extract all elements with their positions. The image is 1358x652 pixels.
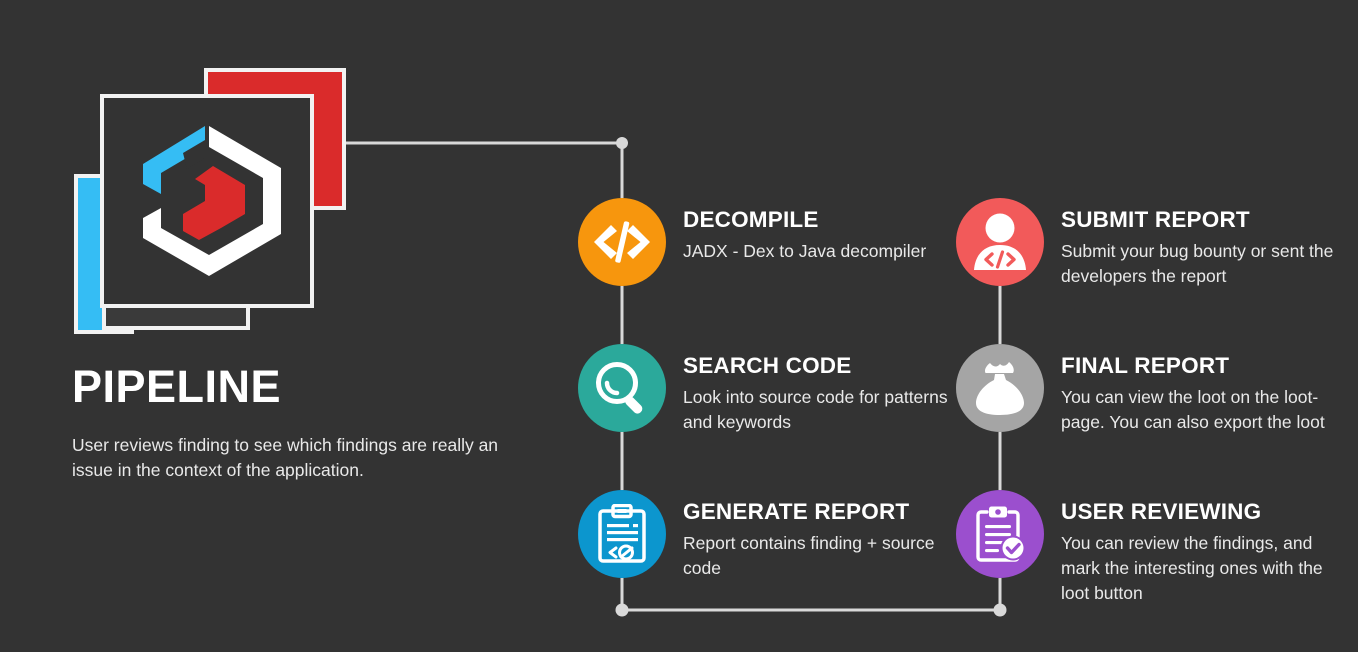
step-final-report-text: FINAL REPORT You can view the loot on th… [1061,344,1339,435]
step-decompile-text: DECOMPILE JADX - Dex to Java decompiler [683,198,953,264]
step-generate-report-badge[interactable] [578,490,666,578]
connector-dot-top [616,137,628,149]
step-submit-report-desc: Submit your bug bounty or sent the devel… [1061,240,1334,286]
step-submit-report[interactable]: SUBMIT REPORT Submit your bug bounty or … [956,198,1339,289]
step-submit-report-text: SUBMIT REPORT Submit your bug bounty or … [1061,198,1339,289]
magnifier-icon [596,362,643,414]
step-generate-report-text: GENERATE REPORT Report contains finding … [683,490,953,581]
step-final-report[interactable]: FINAL REPORT You can view the loot on th… [956,344,1339,435]
developer-person-icon [974,213,1026,270]
page-subtitle: User reviews finding to see which findin… [72,435,499,481]
pipeline-logo [74,68,350,340]
step-decompile-title: DECOMPILE [683,207,819,232]
step-generate-report-desc: Report contains finding + source code [683,532,935,578]
connector-dot-bottom-left [615,603,629,617]
step-search-code-title: SEARCH CODE [683,353,852,378]
connector-generate-to-user-reviewing [620,578,1002,612]
clipboard-code-icon [598,504,646,563]
step-search-code-desc: Look into source code for patterns and k… [683,386,948,432]
step-final-report-title: FINAL REPORT [1061,353,1230,378]
step-user-reviewing-badge[interactable] [956,490,1044,578]
step-user-reviewing-desc: You can review the findings, and mark th… [1061,532,1323,604]
step-submit-report-badge[interactable] [956,198,1044,286]
step-decompile-desc: JADX - Dex to Java decompiler [683,240,927,261]
clipboard-check-icon [976,506,1026,562]
logo-card-main [100,94,314,308]
step-user-reviewing-text: USER REVIEWING You can review the findin… [1061,490,1339,607]
step-search-code-badge[interactable] [578,344,666,432]
step-generate-report-title: GENERATE REPORT [683,499,910,524]
step-final-report-badge[interactable] [956,344,1044,432]
money-bag-icon [976,362,1024,415]
step-generate-report[interactable]: GENERATE REPORT Report contains finding … [578,490,953,581]
step-search-code-text: SEARCH CODE Look into source code for pa… [683,344,953,435]
hexagon-logo-icon [143,126,281,276]
step-search-code[interactable]: SEARCH CODE Look into source code for pa… [578,344,953,435]
heading-block: PIPELINE User reviews finding to see whi… [72,364,542,484]
page-title: PIPELINE [72,361,282,412]
step-final-report-desc: You can view the loot on the loot-page. … [1061,386,1325,432]
connector-logo-to-decompile [345,141,624,198]
step-decompile[interactable]: DECOMPILE JADX - Dex to Java decompiler [578,198,953,286]
code-brackets-icon [594,221,650,263]
step-user-reviewing[interactable]: USER REVIEWING You can review the findin… [956,490,1339,607]
step-user-reviewing-title: USER REVIEWING [1061,499,1262,524]
step-decompile-badge[interactable] [578,198,666,286]
step-submit-report-title: SUBMIT REPORT [1061,207,1250,232]
